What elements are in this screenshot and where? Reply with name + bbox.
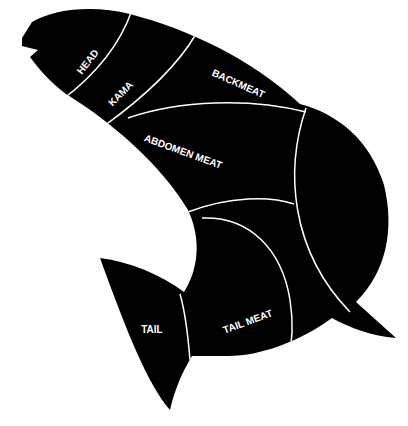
- tail-cut: [180, 294, 190, 360]
- cut-lines: [62, 10, 350, 362]
- tail-meat-cut: [202, 218, 292, 362]
- abdomen-cut: [188, 199, 294, 212]
- back-cut: [128, 103, 306, 118]
- fin-cut: [295, 108, 350, 312]
- part-label: TAIL: [141, 325, 162, 335]
- fish-silhouette: [22, 9, 396, 410]
